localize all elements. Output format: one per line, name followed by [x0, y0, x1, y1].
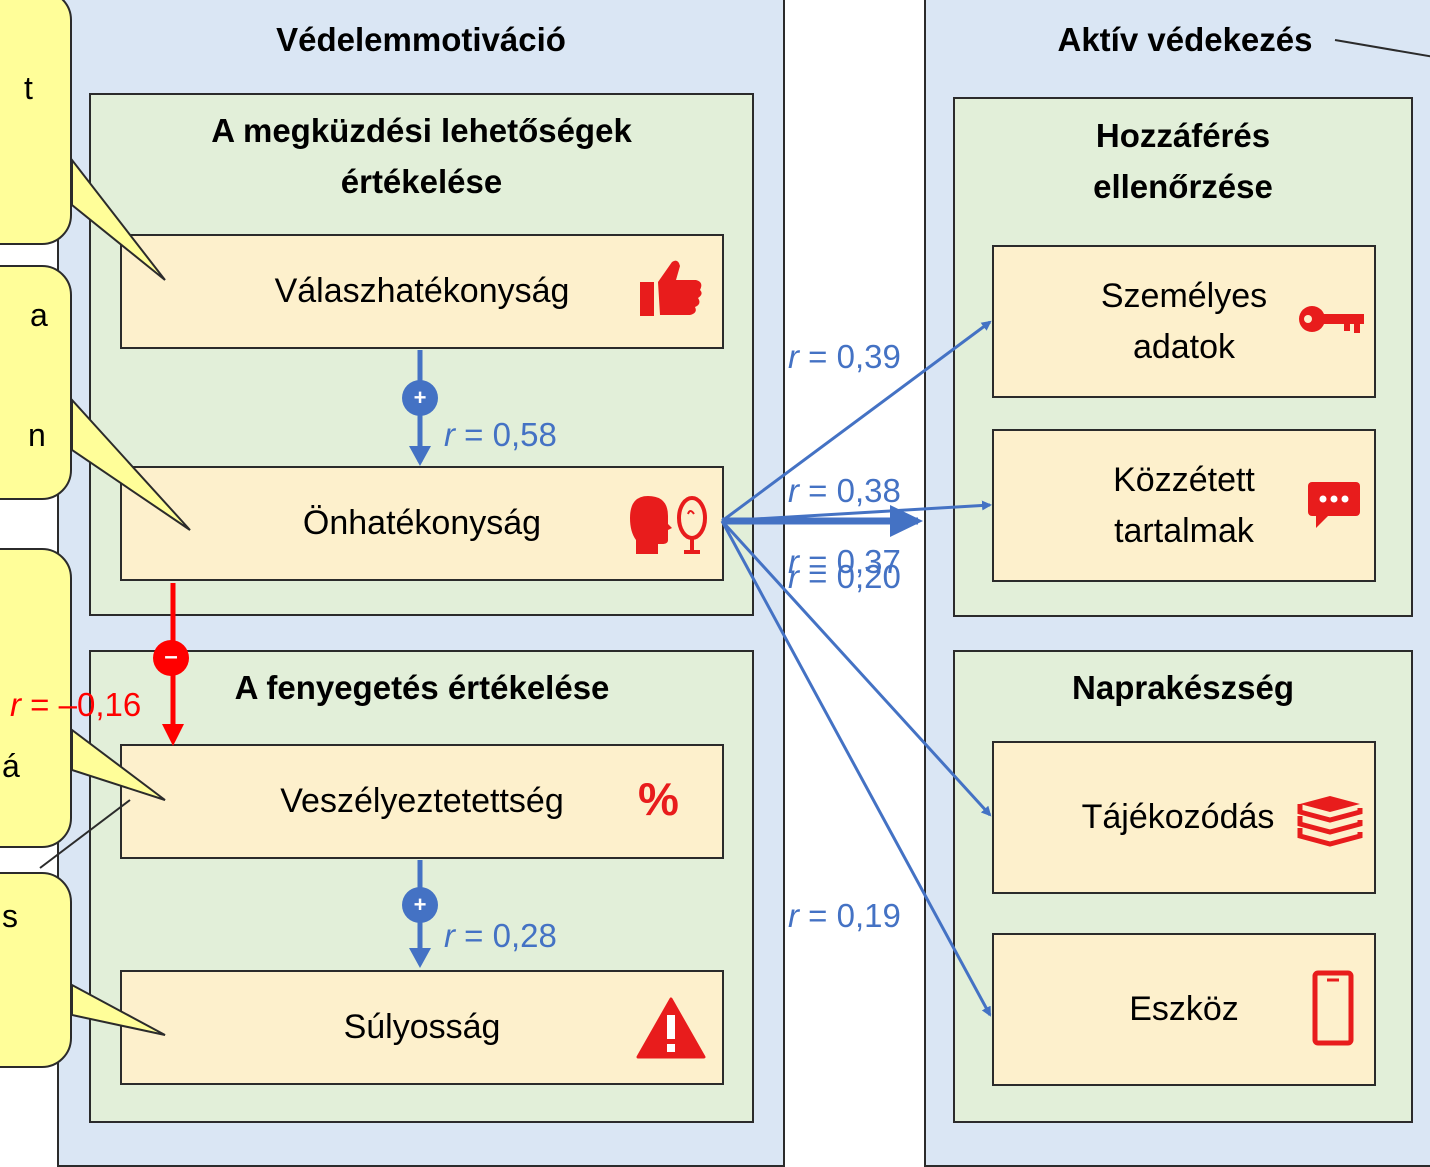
chat-bubble-icon	[1308, 482, 1360, 528]
r-symbol: r	[788, 338, 799, 375]
callout-5: s	[0, 872, 72, 1068]
box-vulnerability-label: Veszélyeztetettség	[280, 782, 564, 820]
r-label-037: r = 0,37	[788, 543, 901, 581]
r-symbol: r	[788, 543, 799, 580]
arrow-to-personal-data	[721, 320, 992, 523]
box-orientation-label: Tájékozódás	[1081, 798, 1275, 836]
group-threat-appraisal-title: A fenyegetés értékelése	[234, 669, 610, 706]
box-self-efficacy: Önhatékonyság	[120, 466, 724, 581]
group-up-to-date-title: Naprakészség	[1072, 669, 1294, 706]
callout-5-text: s	[2, 898, 18, 934]
sign-plus-028: +	[413, 892, 427, 917]
box-self-efficacy-label: Önhatékonyság	[302, 504, 542, 542]
r-label-020: r = 0,20	[788, 558, 901, 596]
box-severity: Súlyosság	[120, 970, 724, 1085]
smartphone-icon	[1312, 970, 1354, 1046]
thumbs-up-icon	[640, 260, 702, 316]
left-panel-title: Védelemmotiváció	[276, 21, 566, 58]
r-symbol: r	[444, 917, 455, 954]
arrow-response-to-self-efficacy-head	[409, 446, 431, 466]
box-personal-data-label: Személyes adatok	[1100, 276, 1268, 366]
r-label-016: r = –0,16	[10, 686, 141, 724]
r-label-019: r = 0,19	[788, 897, 901, 935]
r-value-020: = 0,20	[799, 558, 901, 595]
r-value-039: = 0,39	[799, 338, 901, 375]
arrow-to-device	[720, 520, 992, 1017]
box-published-content-label: Közzétett tartalmak	[1113, 460, 1255, 550]
r-symbol: r	[444, 416, 455, 453]
r-label-039: r = 0,39	[788, 338, 901, 376]
sign-circle-016	[153, 640, 189, 676]
right-panel-title: Aktív védekezés	[1057, 21, 1313, 58]
callout-4: á	[0, 548, 72, 848]
percent-icon: %	[638, 773, 679, 825]
sign-circle-028	[402, 887, 438, 923]
r-value-019: = 0,19	[799, 897, 901, 934]
books-icon	[1297, 796, 1363, 847]
title-pointer-line	[1334, 39, 1430, 58]
r-symbol: r	[788, 558, 799, 595]
r-label-038: r = 0,38	[788, 472, 901, 510]
sign-minus-016: –	[164, 643, 178, 670]
arrow-vulnerability-to-severity-head	[409, 948, 431, 968]
r-label-058: r = 0,58	[444, 416, 557, 454]
callout-4-text: á	[2, 748, 20, 784]
box-device-label: Eszköz	[1129, 990, 1239, 1028]
box-response-efficacy-label: Válaszhatékonyság	[274, 272, 570, 310]
r-symbol: r	[10, 686, 21, 723]
r-symbol: r	[788, 897, 799, 934]
head-mirror-icon	[630, 496, 707, 554]
callout-1: t	[0, 0, 72, 245]
r-value-038: = 0,38	[799, 472, 901, 509]
box-device: Eszköz	[992, 933, 1376, 1086]
r-value-016: = –0,16	[21, 686, 142, 723]
arrow-to-access-control-group-head	[890, 505, 923, 537]
arrow-self-efficacy-to-vulnerability-head	[162, 724, 184, 746]
group-coping-appraisal-title: A megküzdési lehetőségek értékelése	[211, 112, 632, 201]
box-severity-label: Súlyosság	[343, 1008, 501, 1046]
callout-2: a n	[0, 265, 72, 500]
r-value-058: = 0,58	[455, 416, 557, 453]
key-icon	[1299, 306, 1364, 333]
callout-1-text: t	[24, 70, 33, 106]
arrow-to-orientation	[720, 519, 992, 817]
box-vulnerability: Veszélyeztetettség	[120, 744, 724, 859]
r-value-028: = 0,28	[455, 917, 557, 954]
r-symbol: r	[788, 472, 799, 509]
sign-circle-058	[402, 380, 438, 416]
r-value-037: = 0,37	[799, 543, 901, 580]
group-access-control-title: Hozzáférés ellenőrzése	[1093, 117, 1273, 206]
warning-icon	[636, 997, 706, 1059]
callout-2-text-a: a	[30, 297, 48, 333]
sign-plus-058: +	[413, 385, 427, 410]
r-label-028: r = 0,28	[444, 917, 557, 955]
box-response-efficacy: Válaszhatékonyság	[120, 234, 724, 349]
callout-2-text-n: n	[28, 417, 46, 453]
